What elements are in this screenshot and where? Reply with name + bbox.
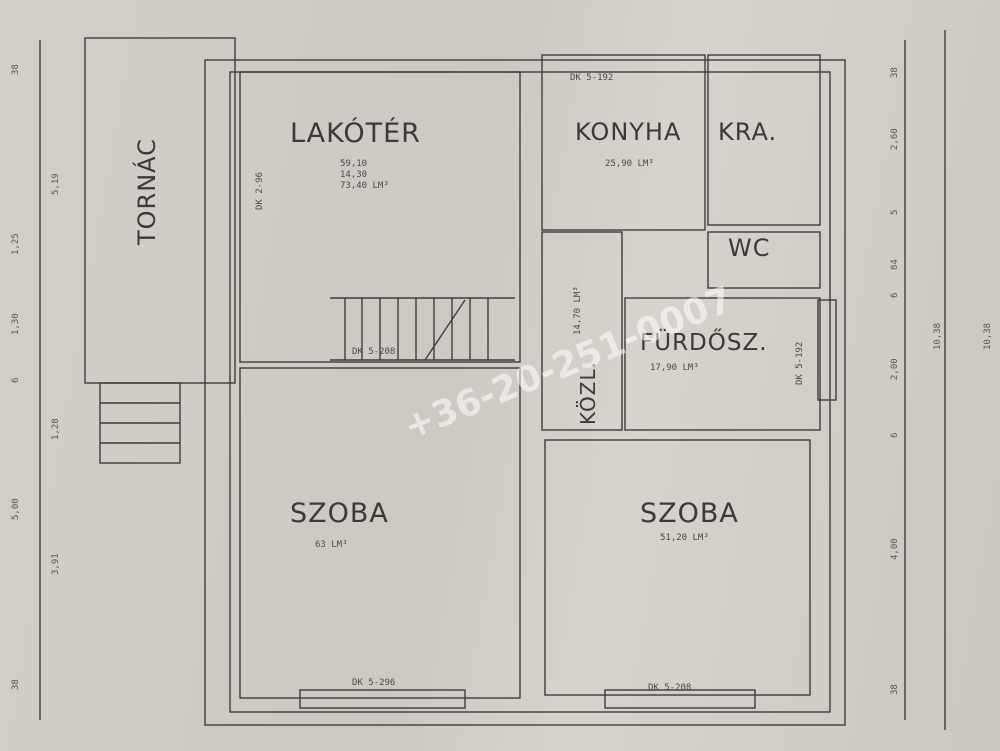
lakoter-area-1: 59,10 — [340, 159, 367, 169]
opening-dk-bottom-left: DK 5-296 — [352, 678, 395, 688]
window-bottom-right — [604, 689, 756, 709]
szoba-right-walls — [544, 439, 811, 696]
dim-right-7: 4,00 — [890, 538, 900, 560]
konyha-area: 25,90 LM³ — [605, 159, 654, 169]
lakoter-area-2: 14,30 — [340, 170, 367, 180]
room-wc: WC — [728, 234, 771, 262]
room-kamra: KRA. — [718, 118, 777, 146]
dim-left-7: 3,91 — [51, 553, 61, 575]
wc-walls — [707, 231, 821, 289]
dim-right-6: 6 — [890, 433, 900, 438]
room-furdoszoba: FÜRDŐSZ. — [640, 328, 768, 356]
kozlekedo-walls — [541, 231, 623, 431]
outer-wall — [204, 59, 846, 726]
opening-dk-lakoter-side: DK 2-96 — [255, 172, 265, 210]
dim-right-8: 38 — [890, 684, 900, 695]
dim-left-4: 6 — [11, 378, 21, 383]
lakoter-area-3: 73,40 LM³ — [340, 181, 389, 191]
dim-right-1: 2,60 — [890, 128, 900, 150]
room-szoba-left: SZOBA — [290, 498, 389, 529]
room-tornac: TORNÁC — [132, 138, 161, 246]
szoba-right-area: 51,20 LM³ — [660, 533, 709, 543]
opening-dk-top: DK 5-192 — [570, 73, 613, 83]
furdo-walls — [624, 297, 821, 431]
szoba-left-walls — [239, 367, 521, 699]
konyha-walls — [541, 54, 706, 231]
staircase — [330, 297, 515, 361]
dim-right-5: 2,00 — [890, 358, 900, 380]
window-furdo — [817, 299, 837, 401]
dim-right-10: 10,38 — [983, 323, 993, 350]
dim-left-3: 1,30 — [11, 313, 21, 335]
dim-right-0: 38 — [890, 67, 900, 78]
dim-right-2: 5 — [890, 210, 900, 215]
opening-dk-stair: DK 5-208 — [352, 347, 395, 357]
dim-left-2: 1,25 — [11, 233, 21, 255]
room-szoba-right: SZOBA — [640, 498, 739, 529]
dim-left-8: 38 — [11, 679, 21, 690]
dim-left-0: 38 — [11, 64, 21, 75]
opening-dk-bottom-right: DK 5-208 — [648, 683, 691, 693]
room-kozlekedo: KÖZL. — [576, 361, 600, 425]
lakoter-walls — [239, 71, 521, 363]
dim-left-6: 5,00 — [11, 498, 21, 520]
kamra-walls — [707, 54, 821, 226]
room-lakoter: LAKÓTÉR — [290, 117, 421, 149]
inner-wall — [229, 71, 831, 713]
dim-left-1: 5,19 — [51, 173, 61, 195]
plan-lines — [39, 30, 946, 730]
right-dimensions: 38 2,60 5 84 6 2,00 6 4,00 38 10,38 10,3… — [890, 67, 993, 695]
kozlekedo-area: 14,70 LM³ — [573, 286, 583, 335]
dim-right-3: 84 — [890, 259, 900, 270]
left-dimensions: 38 5,19 1,25 1,30 6 1,28 5,00 3,91 38 — [11, 64, 61, 690]
dim-left-5: 1,28 — [51, 418, 61, 440]
opening-dk-furdo: DK 5-192 — [795, 342, 805, 385]
dim-right-9: 10,38 — [933, 323, 943, 350]
furdo-area: 17,90 LM³ — [650, 363, 699, 373]
szoba-left-area: 63 LM³ — [315, 540, 348, 550]
dim-right-4: 6 — [890, 293, 900, 298]
window-bottom-left — [299, 689, 466, 709]
room-konyha: KONYHA — [575, 118, 681, 146]
